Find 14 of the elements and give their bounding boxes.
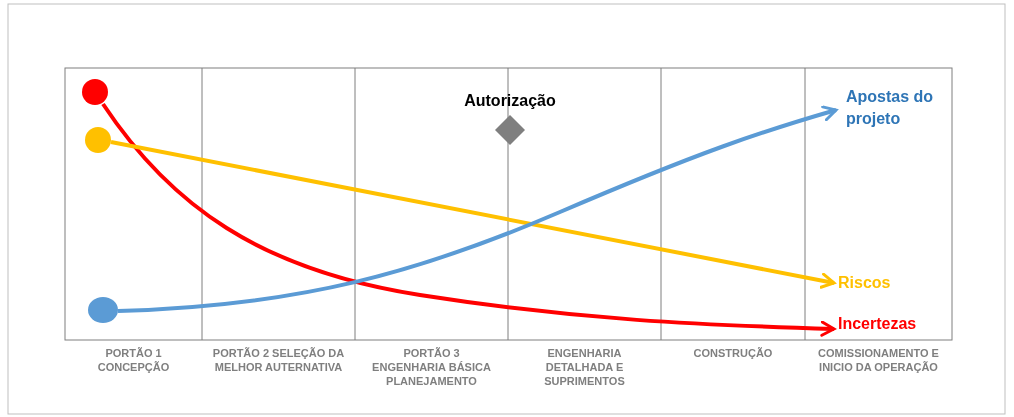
circle-marker bbox=[85, 127, 111, 153]
circle-marker bbox=[82, 79, 108, 105]
milestone-label: Autorização bbox=[463, 91, 557, 111]
phase-label: COMISSIONAMENTO E INICIO DA OPERAÇÃO bbox=[817, 346, 940, 374]
phase-label: CONSTRUÇÃO bbox=[692, 346, 774, 360]
curve-label: Apostas do projeto bbox=[846, 87, 935, 129]
phase-label: PORTÃO 1 CONCEPÇÃO bbox=[96, 346, 171, 374]
phase-label: PORTÃO 2 SELEÇÃO DA MELHOR AUTERNATIVA bbox=[212, 346, 345, 374]
circle-marker bbox=[88, 297, 118, 323]
curve-arrow bbox=[110, 140, 836, 289]
phase-label: ENGENHARIA DETALHADA E SUPRIMENTOS bbox=[543, 346, 626, 388]
curve-label: Incertezas bbox=[838, 314, 918, 334]
curve-label: Riscos bbox=[838, 273, 892, 293]
phase-label: PORTÃO 3 ENGENHARIA BÁSICA PLANEJAMENTO bbox=[371, 346, 492, 388]
